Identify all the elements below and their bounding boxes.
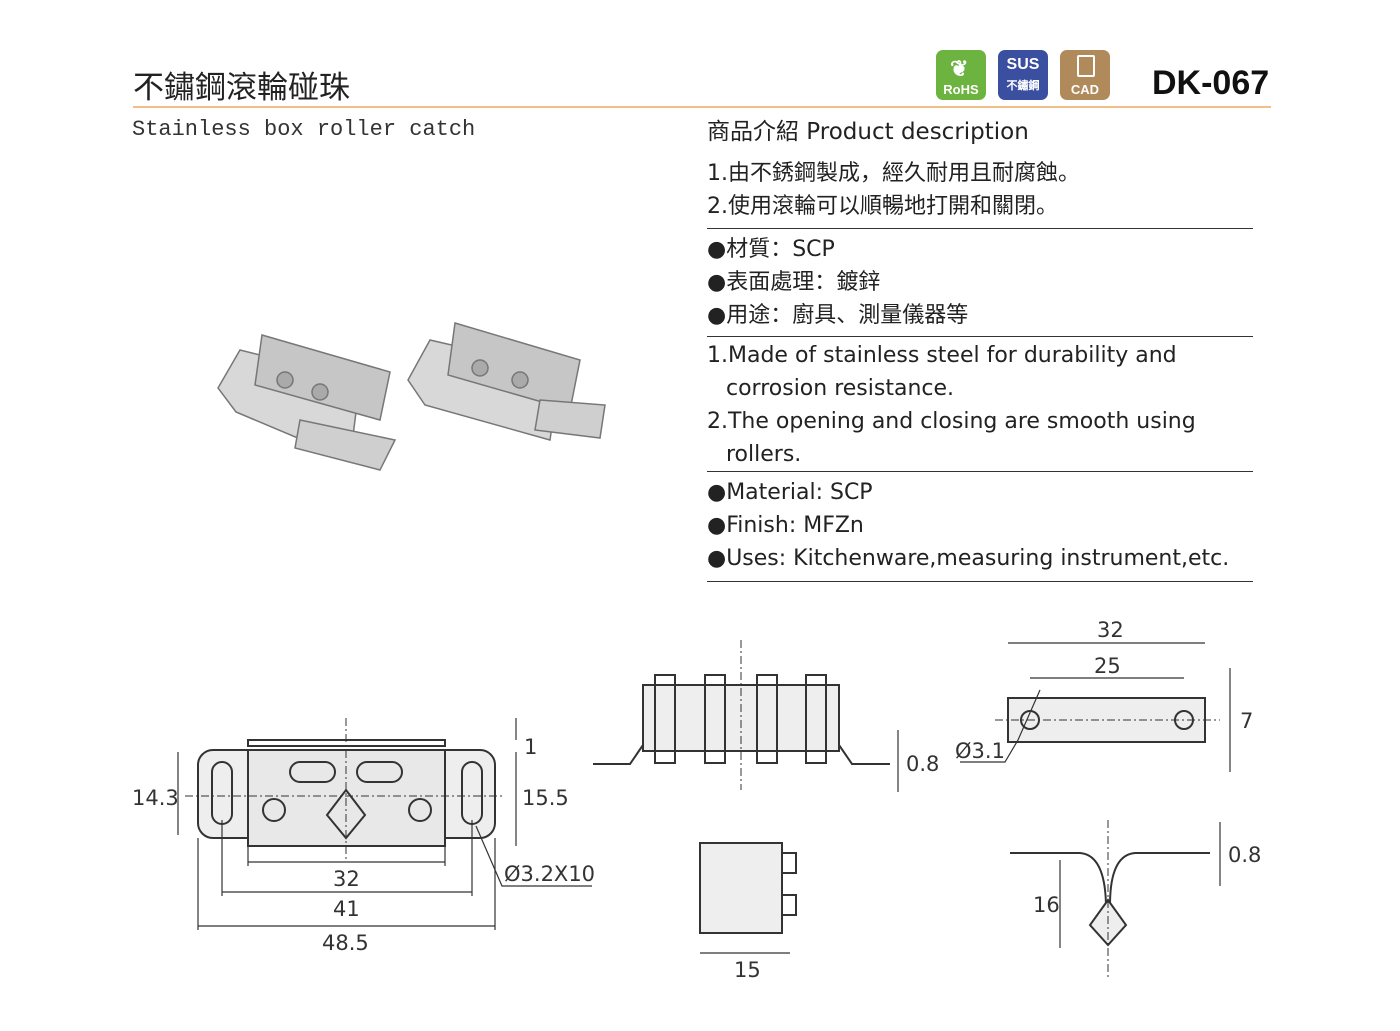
en-point: 1.Made of stainless steel for durability… — [707, 343, 1177, 368]
dim-width-holes: 41 — [333, 897, 360, 921]
dim-thickness: 0.8 — [906, 752, 939, 776]
en-spec: ●Material: SCP — [707, 480, 873, 505]
zh-point: 1.由不銹鋼製成，經久耐用且耐腐蝕。 — [707, 161, 1080, 186]
divider — [707, 581, 1253, 582]
dim-width-inner: 32 — [333, 867, 360, 891]
description-heading: 商品介紹 Product description — [707, 119, 1029, 145]
header-divider — [133, 106, 1271, 108]
cad-download-icon[interactable]: CAD — [1060, 50, 1110, 100]
divider — [707, 228, 1253, 229]
product-title-en: Stainless box roller catch — [132, 117, 476, 142]
divider — [707, 336, 1253, 337]
zh-spec: ●用途：廚具、測量儀器等 — [707, 303, 969, 328]
en-point: 2.The opening and closing are smooth usi… — [707, 409, 1196, 434]
dim-width-total: 48.5 — [322, 931, 369, 955]
zh-spec: ●材質：SCP — [707, 237, 835, 262]
front-view-drawing: 14.3 15.5 1 32 41 48.5 Ø3.2X10 — [132, 718, 595, 955]
en-point-cont: rollers. — [726, 442, 802, 467]
dim-height-right: 15.5 — [522, 786, 569, 810]
divider — [707, 471, 1253, 472]
dim-depth: 15 — [734, 958, 761, 982]
dim-profile-depth: 16 — [1033, 893, 1060, 917]
dim-top-offset: 1 — [524, 735, 537, 759]
dim-hole-pitch: 25 — [1094, 654, 1121, 678]
zh-spec: ●表面處理：鍍鋅 — [707, 270, 881, 295]
model-number: DK-067 — [1152, 64, 1270, 102]
dim-height-left: 14.3 — [132, 786, 179, 810]
dim-slot: Ø3.2X10 — [504, 862, 595, 886]
dim-profile-thickness: 0.8 — [1228, 843, 1261, 867]
dim-top-height: 7 — [1240, 709, 1253, 733]
rohs-badge-icon: ❦RoHS — [936, 50, 986, 100]
en-point-cont: corrosion resistance. — [726, 376, 955, 401]
zh-point: 2.使用滾輪可以順暢地打開和關閉。 — [707, 194, 1058, 219]
side-view-drawing: 0.8 — [593, 640, 939, 792]
profile-view-drawing: 16 0.8 — [1010, 820, 1261, 980]
product-title-zh: 不鏽鋼滾輪碰珠 — [133, 70, 350, 106]
dim-top-width: 32 — [1097, 618, 1124, 642]
en-spec: ●Finish: MFZn — [707, 513, 864, 538]
en-spec: ●Uses: Kitchenware,measuring instrument,… — [707, 546, 1230, 571]
dim-hole-diameter: Ø3.1 — [955, 739, 1005, 763]
top-view-drawing: 32 25 7 Ø3.1 — [955, 618, 1253, 772]
end-view-drawing: 15 — [699, 842, 797, 982]
product-photo — [217, 322, 606, 471]
